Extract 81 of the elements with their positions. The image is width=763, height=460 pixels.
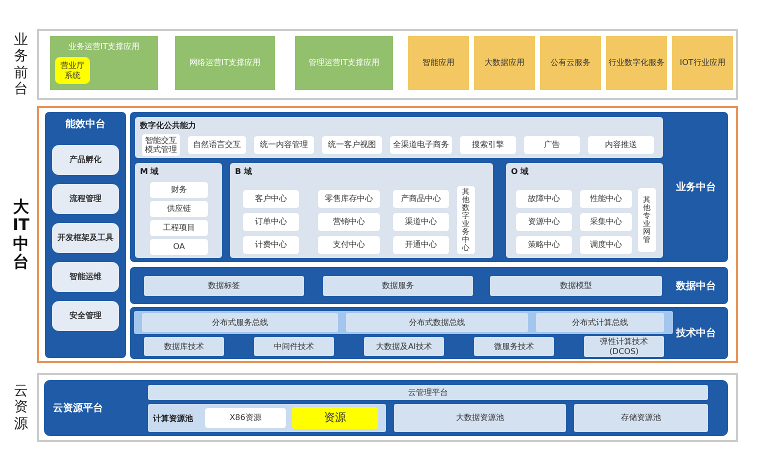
module-tile: 微服务技术	[474, 337, 554, 356]
layer-title: 能效中台	[66, 118, 106, 131]
panel-title: B 域	[235, 166, 252, 177]
app-tile: IOT行业应用	[672, 36, 733, 90]
module-tile: 调度中心	[580, 236, 632, 254]
module-tile: 统一内容管理	[254, 136, 314, 154]
app-tile: 智能应用	[408, 36, 469, 90]
layer-title: 业务中台	[676, 180, 716, 194]
module-tile: 分布式数据总线	[346, 313, 528, 332]
module-tile: 营销中心	[318, 213, 380, 231]
app-tile: 网络运营IT支撑应用	[175, 36, 275, 90]
module-tile: 大数据资源池	[394, 404, 566, 432]
layer-title: 数据中台	[676, 280, 716, 292]
module-tile: 大数据及AI技术	[364, 337, 444, 356]
module-tile: 数据服务	[323, 276, 473, 296]
module-tile: 广告	[524, 136, 580, 154]
module-tile: 支付中心	[318, 236, 380, 254]
module-tile: 渠道中心	[393, 213, 449, 231]
domain-panel	[230, 163, 493, 258]
panel-title: 业务运营IT支撑应用	[68, 41, 140, 52]
layer-title: 云资源平台	[53, 402, 103, 415]
module-tile: 分布式计算总线	[536, 313, 664, 332]
app-tile: 大数据应用	[474, 36, 535, 90]
domain-panel	[135, 117, 663, 158]
module-tile: 弹性计算技术(DCOS)	[584, 336, 664, 357]
module-tile: 产品孵化	[52, 145, 119, 175]
module-tile: 零售库存中心	[318, 190, 380, 208]
module-tile: 数据库技术	[144, 337, 224, 356]
module-tile: 采集中心	[580, 213, 632, 231]
module-tile: 资源中心	[516, 213, 572, 231]
panel-title: 数字化公共能力	[140, 120, 196, 131]
highlight-tile: 资源	[292, 407, 378, 429]
module-tile: 供应链	[150, 201, 208, 217]
module-tile: 中间件技术	[254, 337, 334, 356]
module-tile: 产商品中心	[393, 190, 449, 208]
module-tile: 数据模型	[490, 276, 662, 296]
layer-panel	[44, 380, 728, 436]
panel-title: 计算资源池	[153, 412, 193, 424]
module-tile: 全渠道电子商务	[390, 136, 452, 154]
module-tile: 智能运维	[52, 262, 119, 292]
panel-title: O 域	[511, 166, 529, 177]
app-tile: 公有云服务	[540, 36, 601, 90]
module-tile: 数据标签	[144, 276, 304, 296]
module-tile: 分布式服务总线	[142, 313, 338, 332]
layer-panel	[130, 307, 728, 359]
module-tile: 存储资源池	[574, 404, 708, 432]
panel-title: M 域	[140, 166, 159, 177]
app-tile: 管理运营IT支撑应用	[295, 36, 393, 90]
module-tile: 云管理平台	[148, 385, 708, 400]
pool-panel	[148, 404, 386, 432]
layer-label: 云资源	[13, 383, 29, 432]
app-panel	[50, 36, 158, 90]
module-tile: 统一客户视图	[322, 136, 382, 154]
module-tile: 客户中心	[243, 190, 299, 208]
layer-title: 技术中台	[676, 326, 716, 340]
app-tile: 行业数字化服务	[606, 36, 667, 90]
domain-panel	[135, 163, 222, 258]
module-tile: 流程管理	[52, 184, 119, 214]
module-tile: 订单中心	[243, 213, 299, 231]
module-tile: 内容推送	[588, 136, 654, 154]
module-tile: 安全管理	[52, 301, 119, 331]
module-tile: 自然语言交互	[188, 136, 246, 154]
module-tile: 智能交互模式管理	[142, 134, 180, 156]
layer-panel	[130, 267, 728, 304]
highlight-tile: 营业厅系统	[55, 57, 90, 84]
module-tile: 策略中心	[516, 236, 572, 254]
layer-label: 业务前台	[13, 32, 29, 97]
module-tile: 搜索引擎	[460, 136, 516, 154]
module-tile: 计费中心	[243, 236, 299, 254]
module-tile: X86资源	[205, 408, 286, 428]
layer-panel	[45, 112, 126, 358]
module-tile: 性能中心	[580, 190, 632, 208]
module-tile: 工程项目	[150, 220, 208, 236]
module-tile: 开发框架及工具	[52, 223, 119, 253]
module-tile: 开通中心	[393, 236, 449, 254]
module-tile: 财务	[150, 182, 208, 198]
module-tile: OA	[150, 239, 208, 255]
layer-label: 大IT中台	[12, 198, 30, 272]
module-tile: 故障中心	[516, 190, 572, 208]
layer-panel	[130, 112, 728, 262]
domain-panel	[506, 163, 663, 258]
